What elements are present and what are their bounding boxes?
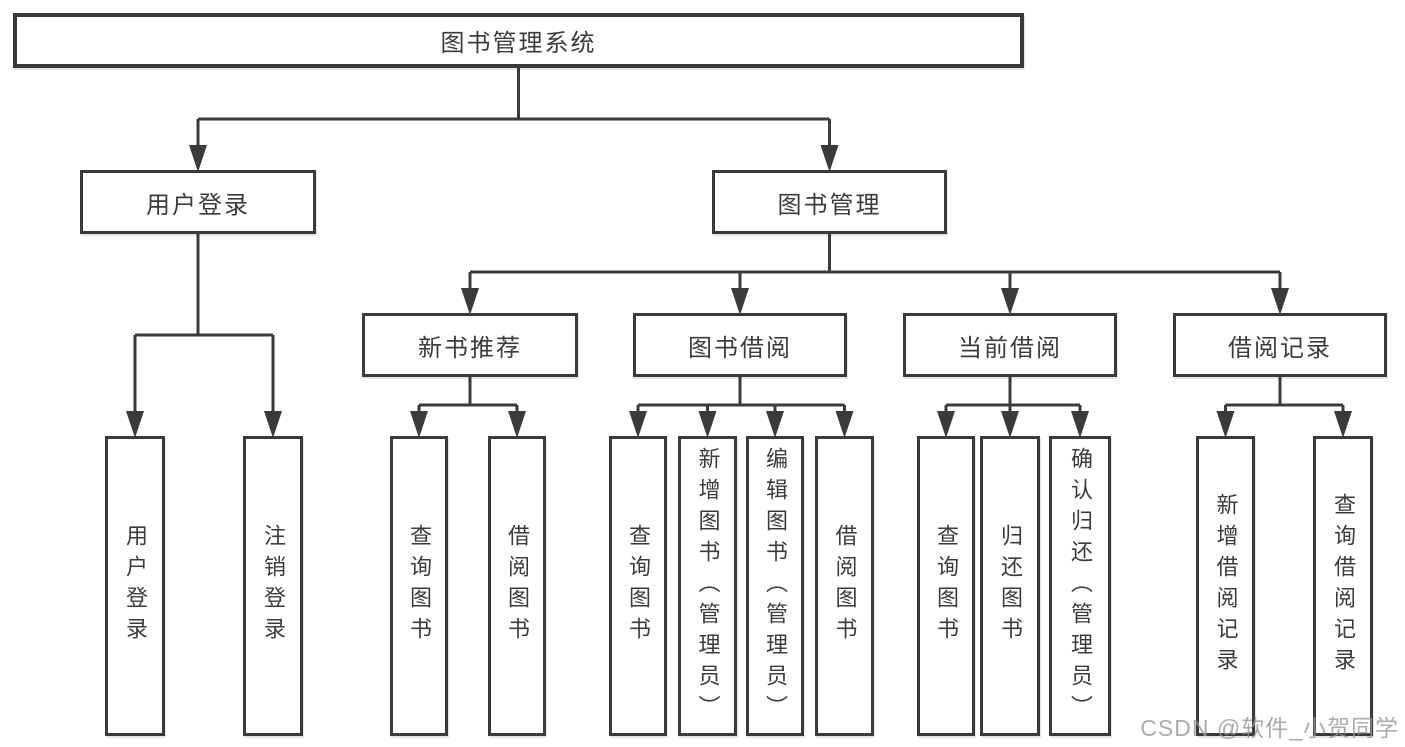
connector-path: [1224, 377, 1345, 414]
arrowhead-icon: [461, 288, 479, 315]
node-label: 图书借阅: [688, 334, 792, 362]
arrowhead-icon: [731, 288, 749, 315]
node-label: 图书管理系统: [440, 30, 597, 57]
node-label: 查询借阅记录: [1331, 493, 1356, 679]
node-label: 新增图书（管理员）: [695, 446, 721, 726]
arrowhead-icon: [1001, 411, 1019, 438]
node-leaf-search-book-1: 查询图书: [390, 436, 448, 736]
node-borrow-records: 借阅记录: [1173, 313, 1387, 377]
arrowhead-icon: [126, 411, 144, 438]
node-label: 图书管理: [777, 191, 882, 219]
arrowhead-icon: [1071, 411, 1089, 438]
arrowhead-icon: [1334, 411, 1352, 438]
arrowhead-icon: [264, 411, 282, 438]
node-leaf-logout: 注销登录: [243, 436, 303, 736]
node-leaf-add-record: 新增借阅记录: [1196, 436, 1255, 736]
node-book-borrow: 图书借阅: [633, 313, 847, 377]
node-leaf-search-book-3: 查询图书: [917, 436, 975, 736]
node-label: 归还图书: [998, 524, 1023, 648]
arrowhead-icon: [766, 411, 784, 438]
arrowhead-icon: [508, 411, 526, 438]
node-label: 用户登录: [123, 524, 148, 648]
node-label: 查询图书: [407, 524, 432, 648]
arrowhead-icon: [189, 145, 207, 172]
node-label: 当前借阅: [958, 334, 1062, 362]
connector-path: [133, 234, 275, 414]
edge-current-borrow: [937, 377, 1089, 438]
node-leaf-search-book-2: 查询图书: [609, 436, 667, 736]
node-new-book-rec: 新书推荐: [362, 313, 578, 377]
node-label: 查询图书: [934, 524, 959, 648]
edge-new-book-rec: [410, 377, 526, 438]
node-leaf-user-login: 用户登录: [105, 436, 165, 736]
edge-borrow-records: [1216, 377, 1352, 438]
arrowhead-icon: [820, 145, 839, 172]
node-book-mgmt: 图书管理: [712, 170, 947, 234]
edge-user-login: [126, 234, 282, 438]
node-system: 图书管理系统: [13, 13, 1024, 68]
edge-system: [189, 68, 839, 172]
watermark: CSDN @软件_小贺同学: [1140, 715, 1399, 741]
connector-path: [417, 377, 519, 414]
node-label: 确认归还（管理员）: [1068, 446, 1093, 726]
node-user-login: 用户登录: [80, 170, 316, 234]
node-label: 借阅图书: [832, 524, 858, 648]
edge-book-borrow: [629, 377, 854, 438]
node-label: 借阅图书: [505, 524, 530, 648]
node-label: 借阅记录: [1228, 334, 1332, 362]
node-label: 查询图书: [626, 524, 651, 648]
node-label: 新书推荐: [418, 334, 522, 362]
node-leaf-add-book: 新增图书（管理员）: [678, 436, 737, 736]
node-leaf-borrow-book-2: 借阅图书: [815, 436, 874, 736]
node-leaf-edit-book: 编辑图书（管理员）: [746, 436, 804, 736]
connector-path: [944, 377, 1082, 414]
connector-path: [196, 68, 831, 148]
arrowhead-icon: [410, 411, 428, 438]
node-leaf-confirm-return: 确认归还（管理员）: [1049, 436, 1111, 736]
node-label: 用户登录: [146, 191, 250, 219]
connector-path: [636, 377, 846, 414]
node-leaf-return-book: 归还图书: [980, 436, 1040, 736]
arrowhead-icon: [1271, 288, 1289, 315]
node-leaf-search-record: 查询借阅记录: [1313, 436, 1373, 736]
node-leaf-borrow-book-1: 借阅图书: [488, 436, 546, 736]
edge-book-mgmt: [461, 234, 1289, 315]
connector-path: [468, 234, 1282, 291]
arrowhead-icon: [937, 411, 955, 438]
arrowhead-icon: [1001, 288, 1019, 315]
arrowhead-icon: [1216, 411, 1235, 438]
node-label: 编辑图书（管理员）: [763, 446, 788, 726]
arrowhead-icon: [835, 411, 854, 438]
node-current-borrow: 当前借阅: [903, 313, 1117, 377]
arrowhead-icon: [698, 411, 717, 438]
node-label: 注销登录: [261, 524, 286, 648]
node-label: 新增借阅记录: [1213, 493, 1239, 679]
arrowhead-icon: [629, 411, 647, 438]
